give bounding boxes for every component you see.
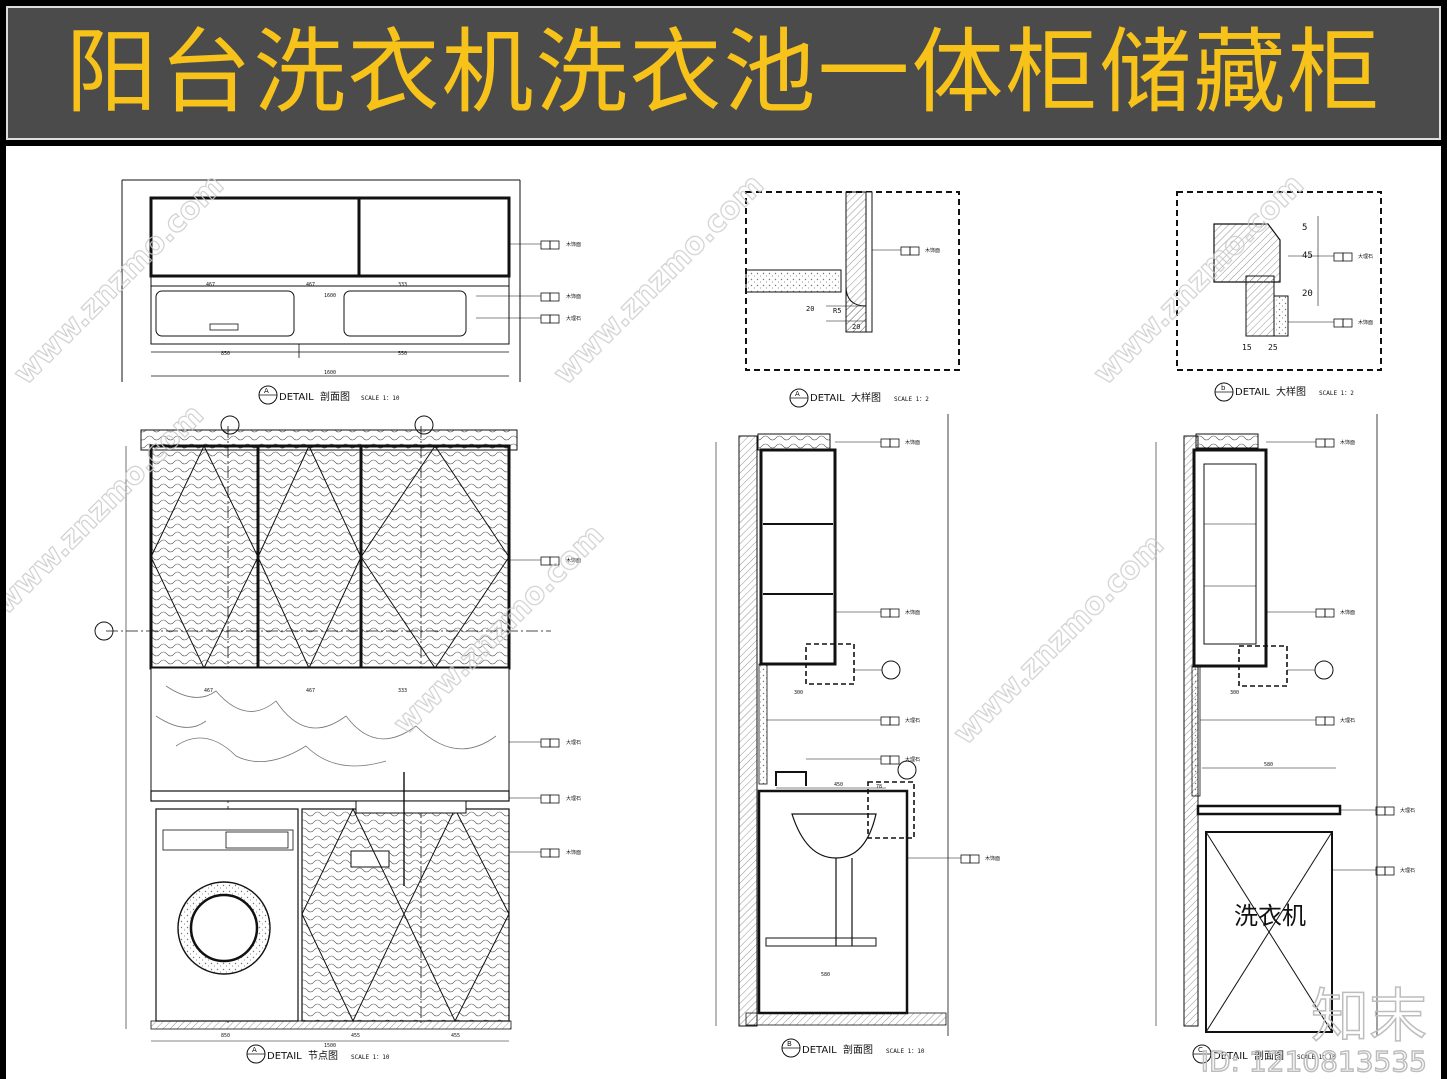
tag-wd-desc-6: 木饰面 (566, 849, 581, 856)
tag-wd-desc-8: 木饰面 (905, 609, 920, 616)
tag-st-desc-8: 大理石 (1400, 807, 1415, 814)
dim-1600-a: 1600 (324, 293, 336, 299)
large1-name: 大样图 (851, 391, 881, 404)
dim-467-b: 467 (306, 282, 315, 288)
watermark-site-1: www.znzmo.com (7, 168, 231, 392)
plan-section-label: DETAIL (279, 392, 314, 403)
tag-wd-desc-9: 木饰面 (985, 855, 1000, 862)
tag-wd-desc-4: 木饰面 (1358, 319, 1373, 326)
dim-20-b: 20 (852, 323, 860, 331)
dim-467-d: 467 (306, 688, 315, 694)
tag-wd-desc-5: 木饰面 (566, 557, 581, 564)
watermark-site-2: www.znzmo.com (547, 168, 771, 392)
title-banner: 阳台洗衣机洗衣池一体柜储藏柜 (0, 0, 1447, 146)
elevation-scale: SCALE 1：10 (351, 1054, 390, 1061)
elevation-marker: A (252, 1046, 257, 1054)
dim-467-a: 467 (206, 282, 215, 288)
dim-78: 78 (876, 784, 882, 790)
dim-5: 5 (1302, 223, 1307, 233)
tag-st-desc-7: 大理石 (1340, 717, 1355, 724)
tag-wd-desc-7: 木饰面 (905, 439, 920, 446)
washer-label: 洗衣机 (1234, 902, 1306, 930)
tag-st-desc-1: 大理石 (566, 315, 581, 322)
drawing-sheet: 467 467 333 1600 850 550 1600 木饰面 木饰面 大理… (6, 146, 1441, 1079)
dim-455-a: 455 (351, 1033, 360, 1039)
tag-wd-desc-3: 木饰面 (925, 247, 940, 254)
section-c-label: DETAIL (1213, 1051, 1248, 1062)
plan-section-scale: SCALE 1：10 (361, 395, 400, 402)
tag-st-desc-9: 大理石 (1400, 867, 1415, 874)
elevation-drawing: 467 467 333 850 455 455 1500 木饰面 大理石 大理石… (94, 415, 581, 1064)
section-b-marker: B (787, 1040, 792, 1048)
dim-467-c: 467 (204, 688, 213, 694)
tag-st-desc-3: 大理石 (566, 739, 581, 746)
title-banner-panel: 阳台洗衣机洗衣池一体柜储藏柜 (6, 6, 1441, 140)
large1-marker: A (795, 390, 800, 398)
large-detail-2-drawing: 大理石 木饰面 5 45 20 15 25 b DETAIL 大样图 SCALE… (1176, 191, 1382, 402)
large1-label: DETAIL (810, 393, 845, 404)
page-title: 阳台洗衣机洗衣池一体柜储藏柜 (65, 19, 1382, 126)
large1-scale: SCALE 1：2 (894, 396, 929, 403)
tag-wd-desc-10: 木饰面 (1340, 439, 1355, 446)
elevation-name: 节点图 (308, 1050, 338, 1062)
tag-wd-desc-1: 木饰面 (566, 241, 581, 248)
elevation-label: DETAIL (267, 1051, 302, 1062)
tag-st-desc-4: 大理石 (566, 795, 581, 802)
plan-section-name: 剖面图 (320, 390, 350, 403)
tag-wd-desc-11: 木饰面 (1340, 609, 1355, 616)
dim-r5: R5 (833, 307, 841, 315)
dim-850-b: 850 (221, 1033, 230, 1039)
dim-25: 25 (1268, 343, 1278, 352)
tag-st-desc-2: 大理石 (1358, 253, 1373, 260)
section-b-scale: SCALE 1：10 (886, 1048, 925, 1055)
dim-15: 15 (1242, 343, 1252, 352)
dim-300-b: 300 (1230, 690, 1239, 696)
dim-850-a: 850 (221, 351, 230, 357)
watermark-id: ID: 1210813535 (1200, 1045, 1428, 1078)
large2-label: DETAIL (1235, 387, 1270, 398)
section-b-name: 剖面图 (843, 1043, 873, 1056)
cad-drawing: 467 467 333 1600 850 550 1600 木饰面 木饰面 大理… (6, 167, 1415, 1064)
large-detail-1-drawing: 木饰面 20 R5 20 A DETAIL 大样图 SCALE 1：2 (745, 191, 960, 408)
section-b-drawing: 300 450 580 78 木饰面 木饰面 大理石 大理石 木饰面 B DET… (715, 414, 1000, 1058)
dim-300-a: 300 (794, 690, 803, 696)
tag-st-desc-5: 大理石 (905, 717, 920, 724)
dim-455-b: 455 (451, 1033, 460, 1039)
dim-580-b: 580 (1264, 762, 1273, 768)
dim-450: 450 (834, 782, 843, 788)
dim-45: 45 (1302, 251, 1313, 261)
dim-20-a: 20 (806, 305, 814, 313)
tag-st-desc-6: 大理石 (905, 756, 920, 763)
dim-1600-b: 1600 (324, 370, 336, 376)
dim-550: 550 (398, 351, 407, 357)
dim-1500: 1500 (324, 1043, 336, 1049)
plan-section-drawing: 467 467 333 1600 850 550 1600 木饰面 木饰面 大理… (121, 179, 581, 405)
section-c-scale: SCALE 1：10 (1297, 1054, 1336, 1061)
section-c-name: 剖面图 (1254, 1049, 1284, 1062)
section-c-marker: C (1198, 1046, 1203, 1054)
section-c-drawing: 300 580 洗衣机 木饰面 木饰面 大理石 大理石 大理石 C DETAIL… (1155, 414, 1415, 1064)
section-b-label: DETAIL (802, 1045, 837, 1056)
dim-20-c: 20 (1302, 289, 1313, 299)
large2-name: 大样图 (1276, 385, 1306, 398)
dim-333: 333 (398, 282, 407, 288)
dim-580-a: 580 (821, 972, 830, 978)
plan-section-marker: A (264, 387, 269, 395)
tag-wd-desc-2: 木饰面 (566, 293, 581, 300)
dim-333-b: 333 (398, 688, 407, 694)
large2-scale: SCALE 1：2 (1319, 390, 1354, 397)
large2-marker: b (1221, 384, 1226, 392)
watermark-site-6: www.znzmo.com (947, 528, 1171, 752)
watermark-brand: 知末 (1310, 982, 1428, 1050)
corner-watermark: 知末 ID: 1210813535 (1200, 982, 1428, 1078)
